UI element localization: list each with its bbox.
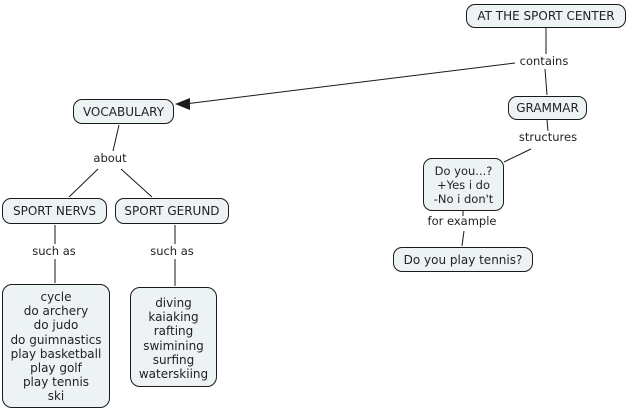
list-item: play golf — [30, 361, 82, 376]
list-item: swimining — [143, 338, 204, 353]
connector-contains-vocabulary — [188, 62, 516, 104]
connector-structures-doyou — [503, 148, 532, 163]
list-item: cycle — [40, 290, 72, 304]
link-label-for-example[interactable]: for example — [427, 214, 497, 228]
node-do-you-structures[interactable]: Do you...? +Yes i do -No i don't — [423, 158, 504, 211]
list-item: do judo — [33, 318, 79, 333]
do-you-line-3: -No i don't — [433, 191, 494, 206]
list-item: surfing — [152, 352, 195, 367]
list-item: kaiaking — [148, 310, 199, 325]
link-label-structures[interactable]: structures — [518, 130, 578, 144]
connector-grammar-structures — [546, 119, 549, 132]
do-you-line-2: +Yes i do — [436, 177, 491, 192]
link-label-such-as-gerund[interactable]: such as — [150, 244, 194, 258]
list-item: diving — [155, 296, 192, 310]
node-do-you-play-tennis[interactable]: Do you play tennis? — [393, 247, 533, 272]
list-item: ski — [47, 389, 65, 404]
arrowhead-icon — [175, 98, 190, 110]
list-item: play basketball — [10, 346, 102, 361]
connector-vocabulary-about — [112, 124, 120, 152]
link-label-about[interactable]: about — [93, 151, 127, 165]
connector-about-sportgerund — [120, 168, 153, 198]
list-item: rafting — [153, 324, 194, 339]
node-sport-nervs[interactable]: SPORT NERVS — [2, 198, 107, 224]
node-sport-gerund[interactable]: SPORT GERUND — [115, 198, 229, 224]
connector-about-sportnervs — [68, 168, 99, 198]
node-grammar[interactable]: GRAMMAR — [508, 96, 587, 120]
list-item: play tennis — [22, 375, 90, 390]
list-item: waterskiing — [138, 367, 209, 382]
list-item: do guimnastics — [10, 332, 102, 347]
node-vocabulary[interactable]: VOCABULARY — [73, 99, 174, 124]
do-you-line-1: Do you...? — [434, 163, 493, 178]
node-at-the-sport-center[interactable]: AT THE SPORT CENTER — [466, 4, 626, 28]
connector-contains-grammar — [544, 68, 548, 96]
list-item: do archery — [23, 304, 89, 319]
link-label-such-as-nervs[interactable]: such as — [32, 244, 76, 258]
link-label-contains[interactable]: contains — [519, 54, 569, 68]
connector-forexample-playtennis — [461, 230, 465, 247]
